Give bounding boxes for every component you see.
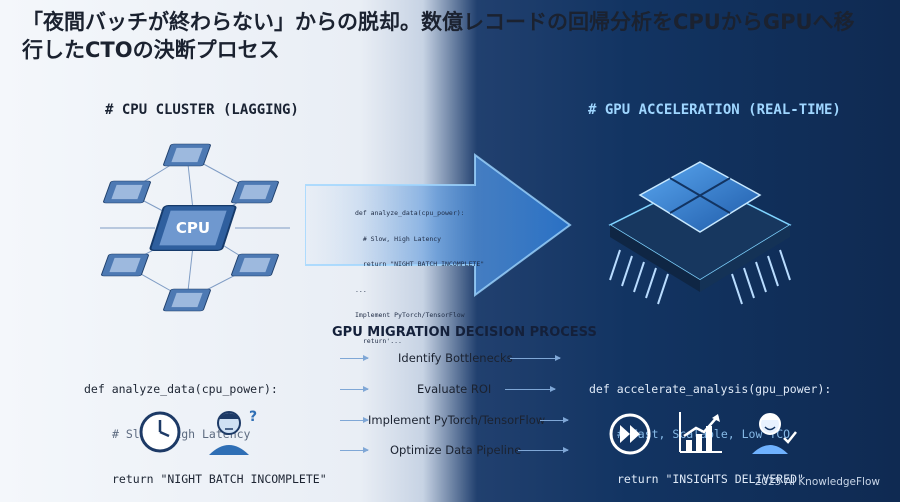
gpu-chip-diagram [608, 161, 792, 305]
cpu-cluster-diagram: CPU [100, 143, 290, 312]
fast-forward-icon [609, 413, 651, 455]
page-title: 「夜間バッチが終わらない」からの脱却。数億レコードの回帰分析をCPUからGPUへ… [22, 8, 882, 64]
clock-icon [139, 411, 181, 453]
cpu-code-block: def analyze_data(cpu_power): # Slow, Hig… [84, 352, 327, 502]
step-implement-pytorch: Implement PyTorch/TensorFlow [368, 413, 546, 427]
step-arrow-right [510, 355, 561, 361]
migration-arrow [305, 153, 572, 297]
frustrated-person-icon: ? [209, 409, 257, 455]
cpu-code-def: def analyze_data(cpu_power): [84, 382, 278, 396]
central-cpu-chip: CPU [149, 205, 237, 251]
step-arrow-left [340, 417, 369, 423]
arrow-code-line: Implement PyTorch/TensorFlow [355, 311, 465, 319]
arrow-code-line: def analyze_data(cpu_power): [355, 209, 465, 217]
process-title: GPU MIGRATION DECISION PROCESS [332, 325, 597, 340]
arrow-code-line: ... [355, 285, 367, 294]
step-arrow-right [518, 447, 569, 453]
arrow-code-snippet: def analyze_data(cpu_power): # Slow, Hig… [355, 192, 484, 362]
title-line-1: 「夜間バッチが終わらない」からの脱却。数億レコードの回帰分析をCPUからGPUへ… [22, 10, 855, 34]
arrow-code-line: return'... [355, 336, 402, 345]
gpu-code-def: def accelerate_analysis(gpu_power): [589, 382, 832, 396]
arrow-code-line: return "NIGHT BATCH INCOMPLETE" [355, 260, 485, 268]
title-line-2: 行したCTOの決断プロセス [22, 38, 280, 62]
cpu-code-return: return "NIGHT BATCH INCOMPLETE" [112, 472, 327, 486]
arrow-code-line: # Slow, High Latency [355, 234, 442, 243]
gpu-acceleration-heading: # GPU ACCELERATION (REAL-TIME) [588, 102, 841, 118]
small-chip-icon [101, 143, 279, 312]
growth-chart-icon [679, 412, 722, 453]
step-arrow-right [505, 386, 556, 392]
step-arrow-left [340, 447, 369, 453]
step-arrow-right [540, 417, 569, 423]
step-arrow-left [340, 355, 369, 361]
cpu-chip-label: CPU [176, 219, 210, 237]
step-identify-bottlenecks: Identify Bottlenecks [398, 351, 513, 365]
gpu-code-block: def accelerate_analysis(gpu_power): # Fa… [589, 352, 831, 502]
footer-credit: 2025 AI KnowledgeFlow [754, 476, 880, 488]
step-arrow-left [340, 386, 369, 392]
happy-person-icon [752, 413, 797, 454]
step-optimize-pipeline: Optimize Data Pipeline [390, 443, 522, 457]
cpu-cluster-heading: # CPU CLUSTER (LAGGING) [105, 102, 299, 118]
gpu-code-return: return "INSIGHTS DELIVERED" [617, 472, 804, 486]
svg-text:?: ? [249, 409, 257, 425]
step-evaluate-roi: Evaluate ROI [417, 382, 492, 396]
